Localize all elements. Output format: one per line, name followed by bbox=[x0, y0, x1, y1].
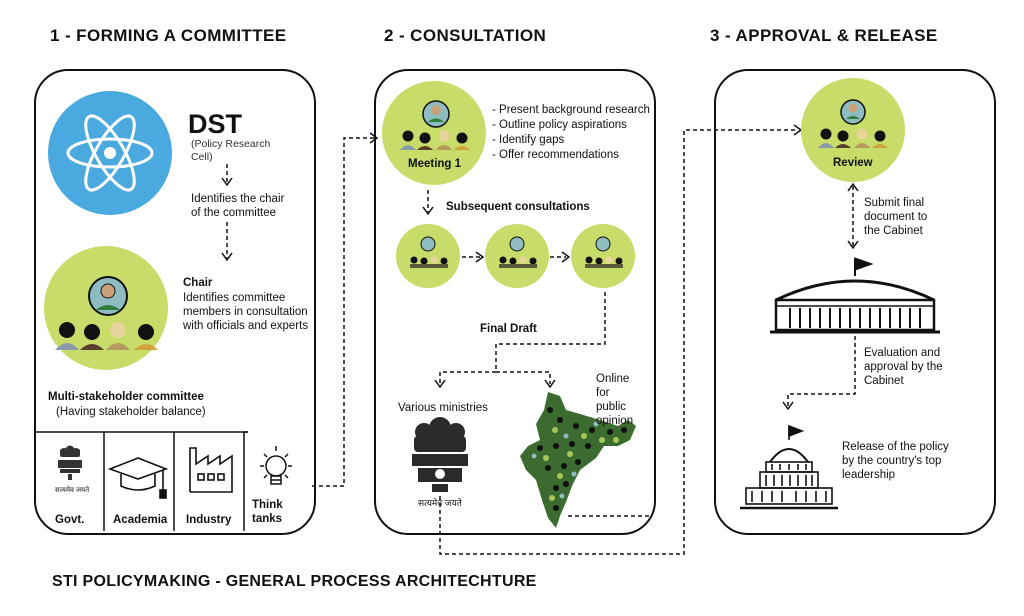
emblem-motto-small: सत्यमेव जयते bbox=[55, 487, 90, 494]
category-think-tanks: Think tanks bbox=[252, 499, 283, 525]
section-title-approval: 3 - APPROVAL & RELEASE bbox=[710, 26, 938, 45]
final-draft-label: Final Draft bbox=[480, 323, 537, 335]
evaluation-text: Evaluation and approval by the Cabinet bbox=[864, 347, 943, 387]
section-title-consultation: 2 - CONSULTATION bbox=[384, 26, 547, 45]
various-ministries-label: Various ministries bbox=[398, 402, 488, 414]
dst-title: DST bbox=[188, 109, 242, 139]
meeting-point-2: - Outline policy aspirations bbox=[492, 119, 627, 131]
meeting-point-4: - Offer recommendations bbox=[492, 149, 619, 161]
people-group-icon bbox=[44, 246, 168, 370]
category-govt: Govt. bbox=[55, 514, 85, 526]
people-group-icon bbox=[801, 78, 905, 182]
meeting-point-3: - Identify gaps bbox=[492, 134, 565, 146]
footer-title: STI POLICYMAKING - GENERAL PROCESS ARCHI… bbox=[52, 573, 537, 590]
dst-subtitle: (Policy Research Cell) bbox=[191, 138, 271, 163]
people-group-icon bbox=[382, 81, 486, 185]
online-public-opinion-label: Online for public opinion bbox=[596, 373, 634, 427]
category-industry: Industry bbox=[186, 514, 232, 526]
chair-description: Identifies committee members in consulta… bbox=[183, 292, 309, 332]
emblem-icon bbox=[58, 445, 82, 480]
review-label: Review bbox=[833, 157, 873, 169]
india-map-icon bbox=[520, 392, 636, 528]
people-group-icon bbox=[485, 224, 549, 288]
subsequent-consultations-label: Subsequent consultations bbox=[446, 201, 590, 213]
emblem-motto-large: सत्यमेव जयते bbox=[418, 498, 462, 508]
graduation-cap-icon bbox=[107, 457, 169, 499]
category-grid bbox=[34, 431, 248, 531]
release-text: Release of the policy by the country's t… bbox=[842, 441, 949, 481]
submit-cabinet-text: Submit final document to the Cabinet bbox=[864, 197, 928, 237]
committee-subtitle: (Having stakeholder balance) bbox=[56, 406, 206, 418]
category-academia: Academia bbox=[113, 514, 168, 526]
section-title-forming: 1 - FORMING A COMMITTEE bbox=[50, 26, 287, 45]
committee-title: Multi-stakeholder committee bbox=[48, 391, 204, 403]
emblem-icon bbox=[412, 417, 468, 492]
parliament-icon bbox=[770, 257, 940, 334]
atom-icon bbox=[48, 91, 172, 215]
factory-icon bbox=[189, 447, 233, 493]
people-group-icon bbox=[396, 224, 460, 288]
lightbulb-icon bbox=[260, 446, 292, 485]
meeting-point-1: - Present background research bbox=[492, 104, 650, 116]
capitol-dome-icon bbox=[740, 424, 838, 510]
chair-title: Chair bbox=[183, 277, 213, 289]
meeting-1-label: Meeting 1 bbox=[408, 158, 462, 170]
people-group-icon bbox=[571, 224, 635, 288]
identifies-chair-text: Identifies the chair of the committee bbox=[191, 193, 285, 219]
